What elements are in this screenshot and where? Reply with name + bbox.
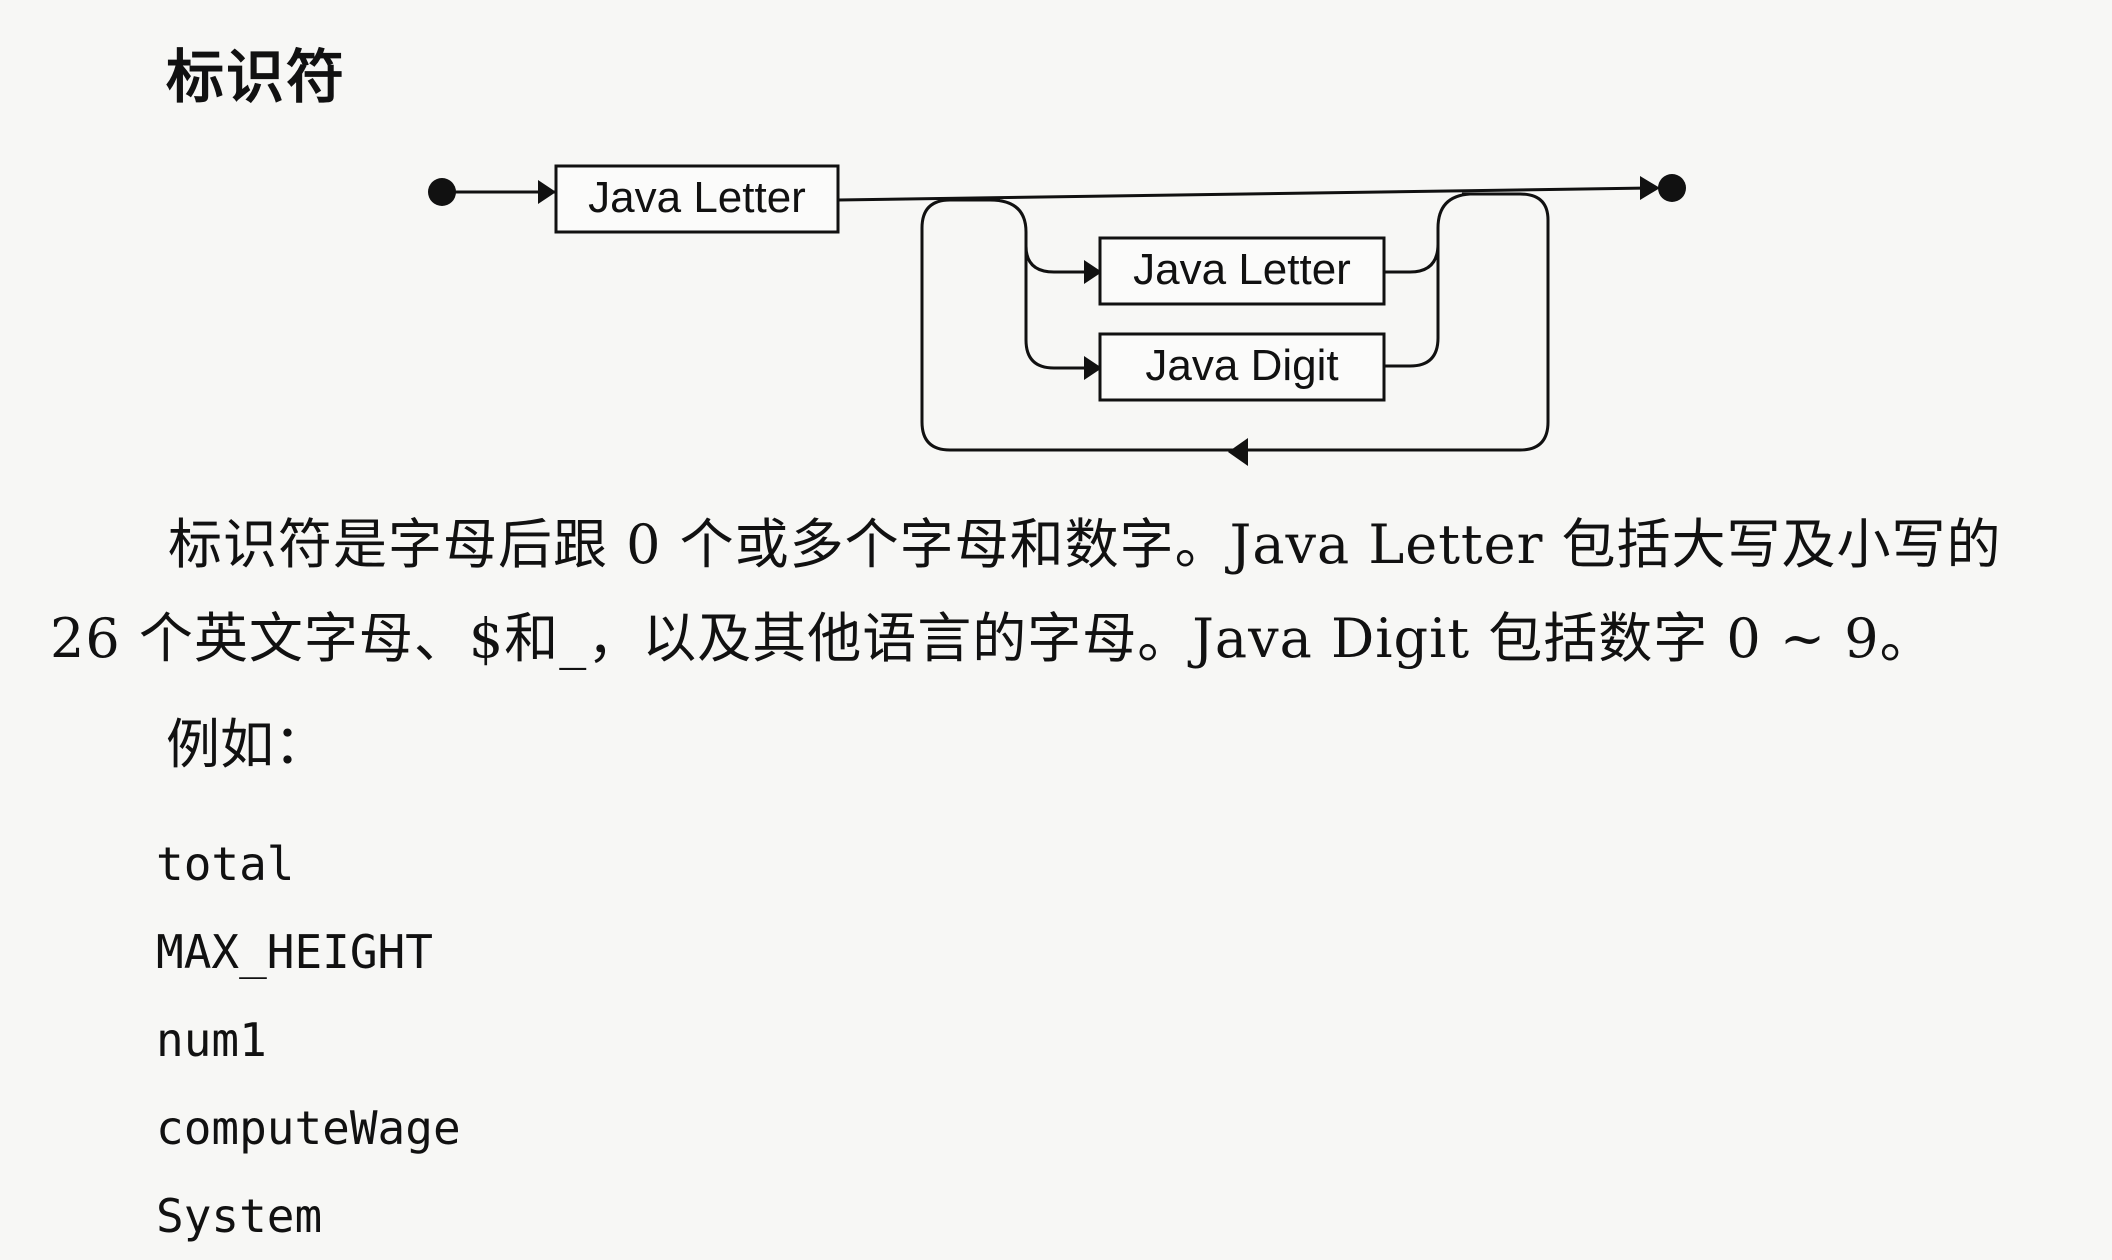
branch-arrow-digit [1084, 356, 1102, 380]
loop-arrow [1228, 438, 1248, 466]
code-line-num1: num1 [156, 1013, 267, 1067]
section-heading: 标识符 [166, 43, 347, 111]
code-examples: total MAX_HEIGHT num1 computeWage System [156, 820, 461, 1260]
description-paragraph: 标识符是字母后跟 0 个或多个字母和数字。Java Letter 包括大写及小写… [50, 513, 2002, 670]
code-line-compute-wage: computeWage [156, 1101, 461, 1155]
outer-loop [920, 192, 1550, 452]
example-label: 例如： [166, 713, 328, 776]
code-line-system: System [156, 1189, 323, 1243]
code-line-max-height: MAX_HEIGHT [156, 925, 433, 979]
java-letter-box-inner-label: Java Letter [1133, 245, 1351, 294]
java-letter-box-main-label: Java Letter [588, 173, 806, 222]
syntax-diagram: Java Letter Java Letter Java Digit [428, 164, 1686, 466]
java-digit-box [1098, 332, 1386, 402]
exit-arrow [1640, 176, 1660, 200]
branch-right [1384, 192, 1471, 368]
end-dot [1658, 174, 1686, 202]
entry-arrow [538, 180, 556, 204]
branch-left [989, 198, 1100, 370]
main-line [837, 186, 1651, 202]
branch-arrow-letter [1084, 260, 1102, 284]
java-digit-box-label: Java Digit [1145, 341, 1338, 390]
code-line-total: total [156, 837, 295, 891]
java-letter-box-main [554, 164, 840, 234]
